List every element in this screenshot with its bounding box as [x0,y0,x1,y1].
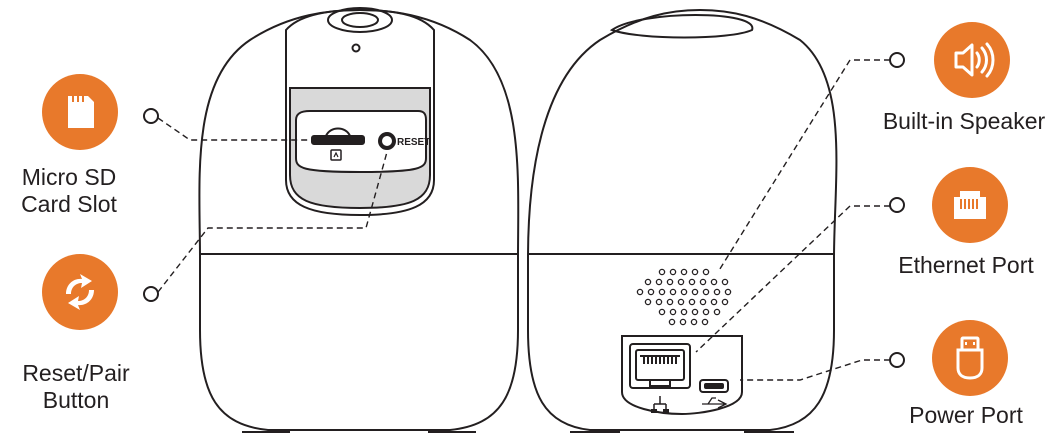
grille-hole [699,298,707,306]
sd-slot-label-line1: Micro SD [21,164,117,190]
speaker-label: Built-in Speaker [882,108,1046,134]
lens [327,7,393,33]
grille-hole [691,308,699,316]
grille-hole [710,298,718,306]
callout-dot-sd [143,108,159,124]
grille-hole [710,278,718,286]
leader-speaker [717,59,890,273]
leader-ethernet [695,205,890,353]
grille-hole [658,268,666,276]
speaker-icon [932,20,1012,100]
callout-dot-ethernet [889,197,905,213]
grille-hole [724,288,732,296]
grille-hole [669,308,677,316]
grille-hole [690,318,698,326]
grille-hole [644,298,652,306]
indicator-light [351,43,361,53]
reset-label-line1: Reset/Pair [22,360,130,386]
sd-slot-label-line2: Card Slot [21,191,117,217]
front-camera-body [198,8,520,431]
sd-slot-label: Micro SD Card Slot [10,164,128,218]
grille-hole [666,278,674,286]
leader-lines [157,59,890,381]
grille-hole [713,308,721,316]
speaker-grille [636,268,732,326]
grille-hole [702,308,710,316]
callout-dot-reset [143,286,159,302]
sync-arrows-icon [40,252,120,332]
grille-hole [647,288,655,296]
leader-power [740,359,890,381]
grille-hole [701,318,709,326]
power-label: Power Port [909,402,1023,428]
grille-hole [688,298,696,306]
front-camera: RESET [198,7,520,433]
ethernet-jack [629,343,691,389]
sd-card-icon [40,72,120,152]
callout-dot-power [889,352,905,368]
grille-hole [636,288,644,296]
grille-hole [721,298,729,306]
ethernet-icon [930,165,1010,245]
grille-hole [691,268,699,276]
grille-hole [677,298,685,306]
ethernet-label: Ethernet Port [898,252,1034,278]
grille-hole [699,278,707,286]
grille-hole [658,288,666,296]
grille-hole [702,288,710,296]
grille-hole [680,268,688,276]
leader-sd-slot [157,117,312,141]
grille-hole [688,278,696,286]
grille-hole [679,318,687,326]
grille-hole [655,278,663,286]
micro-usb-port [699,379,729,393]
reset-label: Reset/Pair Button [8,360,144,414]
leader-reset [157,151,388,293]
grille-hole [721,278,729,286]
grille-hole [677,278,685,286]
grille-hole [713,288,721,296]
grille-hole [668,318,676,326]
grille-hole [702,268,710,276]
grille-hole [669,268,677,276]
sd-slot [311,135,365,145]
grille-hole [680,308,688,316]
grille-hole [669,288,677,296]
reset-text: RESET [397,137,430,148]
grille-hole [644,278,652,286]
grille-hole [691,288,699,296]
back-camera-body [527,8,838,431]
usb-plug-icon [930,318,1010,398]
back-camera [527,8,838,433]
grille-hole [680,288,688,296]
callout-dot-speaker [889,52,905,68]
grille-hole [666,298,674,306]
grille-hole [658,308,666,316]
grille-hole [655,298,663,306]
reset-label-line2: Button [42,387,110,413]
